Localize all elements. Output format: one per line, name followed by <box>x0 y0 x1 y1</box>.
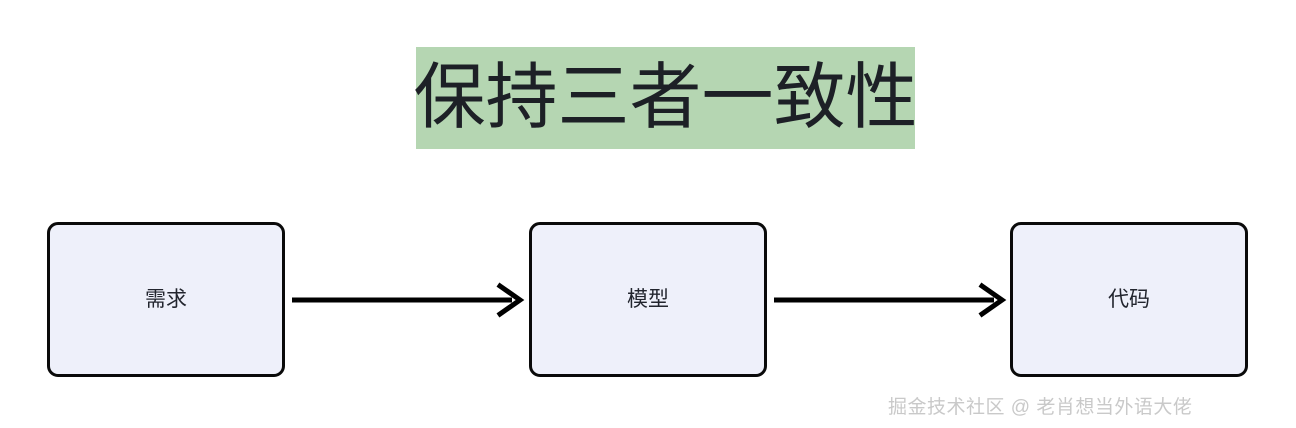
page-title: 保持三者一致性 <box>413 58 918 138</box>
watermark: 掘金技术社区 @ 老肖想当外语大佬 <box>888 397 1193 418</box>
flow-node-model-label: 模型 <box>627 288 669 311</box>
flow-node-requirement: 需求 <box>47 222 285 377</box>
flow-arrow-requirement-to-model <box>292 282 525 318</box>
title-highlight-band: 保持三者一致性 <box>413 47 918 149</box>
flow-node-model: 模型 <box>529 222 767 377</box>
flow-node-code-label: 代码 <box>1108 288 1150 311</box>
flow-node-code: 代码 <box>1010 222 1248 377</box>
flow-arrow-model-to-code <box>774 282 1007 318</box>
flow-node-requirement-label: 需求 <box>145 288 187 311</box>
